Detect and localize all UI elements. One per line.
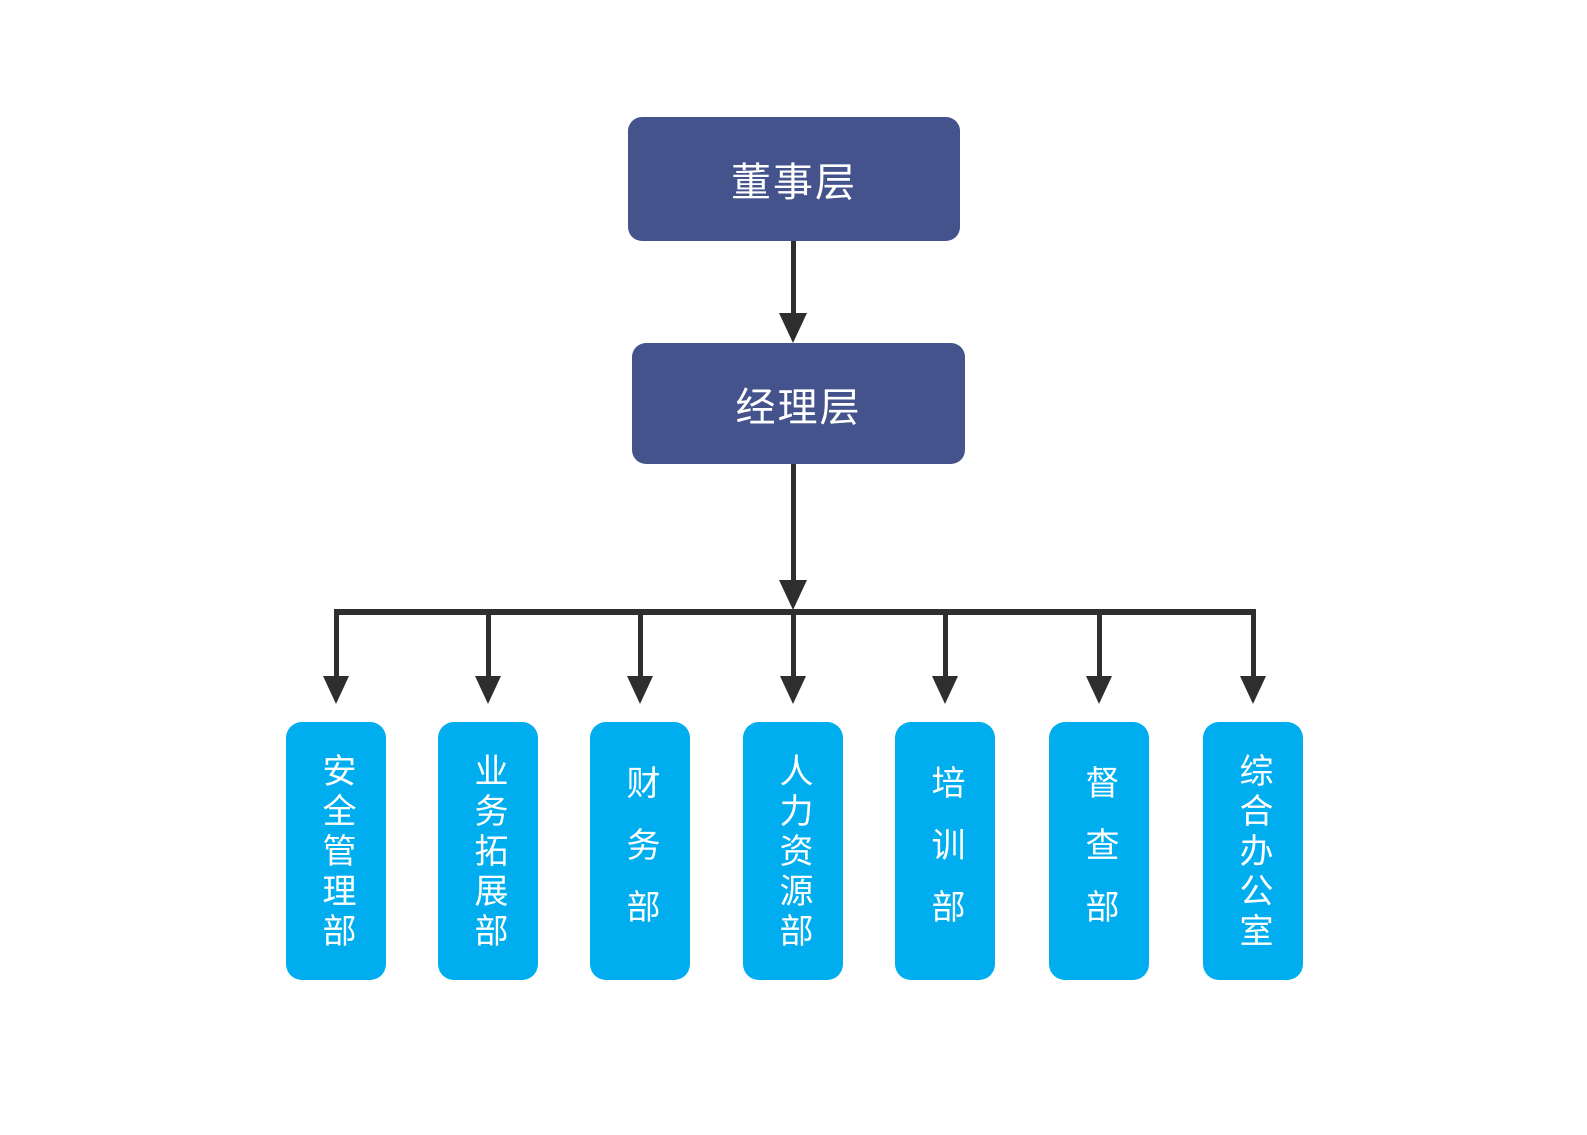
node-department-general-office[interactable]: 综合办公室 (1203, 722, 1303, 980)
node-department-training[interactable]: 培训部 (895, 722, 995, 980)
node-board-level[interactable]: 董事层 (628, 117, 960, 241)
node-department-human-resources-label: 人力资源部 (774, 752, 812, 953)
connector-bar-to-dept-5-arrowhead (932, 676, 958, 704)
node-department-safety[interactable]: 安全管理部 (286, 722, 386, 980)
connector-bar-to-dept-5-line (943, 609, 948, 679)
connector-manager-to-bar-line (791, 464, 796, 582)
connector-bar-to-dept-2-arrowhead (475, 676, 501, 704)
connector-bar-to-dept-7-line (1251, 609, 1256, 679)
node-department-finance[interactable]: 财务部 (590, 722, 690, 980)
node-department-general-office-label: 综合办公室 (1234, 752, 1272, 953)
connector-bar-to-dept-1-arrowhead (323, 676, 349, 704)
connector-bar-to-dept-4-arrowhead (780, 676, 806, 704)
connector-board-to-manager-line (791, 241, 796, 317)
connector-bar-to-dept-2-line (486, 609, 491, 679)
node-department-inspection[interactable]: 督查部 (1049, 722, 1149, 980)
node-department-business-development-label: 业务拓展部 (469, 752, 507, 953)
node-department-finance-label: 财务部 (621, 765, 659, 951)
node-department-inspection-label: 督查部 (1080, 765, 1118, 951)
connector-bar-to-dept-3-arrowhead (627, 676, 653, 704)
connector-bar-to-dept-6-arrowhead (1086, 676, 1112, 704)
connector-manager-to-bar-arrowhead (779, 580, 807, 610)
node-manager-level-label: 经理层 (735, 385, 862, 430)
node-department-training-label: 培训部 (926, 765, 964, 951)
connector-bar-to-dept-1-line (334, 609, 339, 679)
node-department-human-resources[interactable]: 人力资源部 (743, 722, 843, 980)
node-manager-level[interactable]: 经理层 (632, 343, 965, 464)
connector-board-to-manager-arrowhead (779, 313, 807, 343)
node-department-safety-label: 安全管理部 (317, 752, 355, 953)
connector-bar-to-dept-7-arrowhead (1240, 676, 1266, 704)
connector-bar-to-dept-6-line (1097, 609, 1102, 679)
connector-bar-to-dept-4-line (791, 609, 796, 679)
connector-bar-to-dept-3-line (638, 609, 643, 679)
node-department-business-development[interactable]: 业务拓展部 (438, 722, 538, 980)
node-board-level-label: 董事层 (731, 161, 857, 205)
